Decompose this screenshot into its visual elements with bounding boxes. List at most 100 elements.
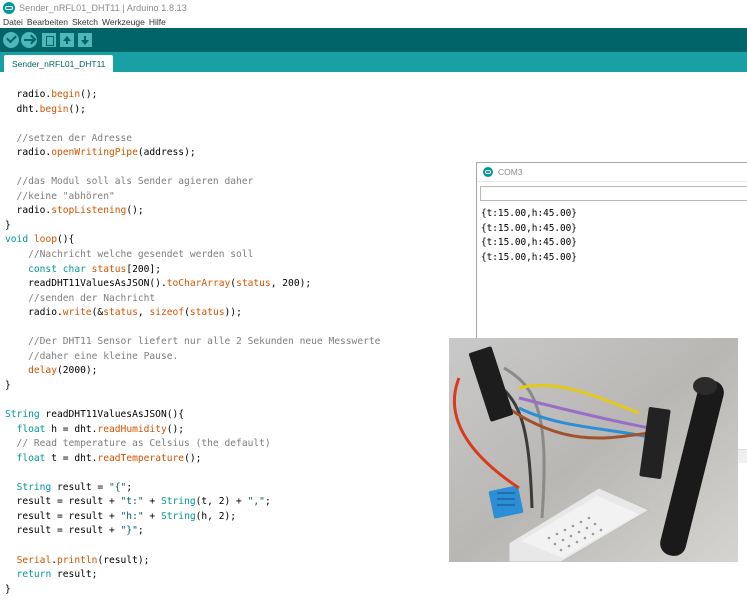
code-token: float	[16, 423, 46, 435]
tab-bar: Sender_nRFL01_DHT11	[0, 52, 747, 72]
code-line	[5, 161, 380, 176]
code-token: +	[143, 510, 161, 522]
code-token: // Read temperature as Celsius (the defa…	[5, 438, 271, 450]
code-token: ));	[224, 307, 242, 319]
code-area[interactable]: radio.begin(); dht.begin(); //setzen der…	[5, 88, 380, 597]
code-token: "{"	[108, 481, 127, 493]
code-token: result = result +	[5, 510, 121, 522]
code-token: (h, 2);	[195, 510, 237, 522]
serial-output-line: {t:15.00,h:45.00}	[481, 251, 577, 263]
code-line	[5, 393, 380, 408]
verify-button[interactable]	[3, 32, 19, 48]
code-token: ;	[137, 525, 144, 537]
code-token: result = result +	[5, 525, 121, 537]
code-token: delay	[28, 365, 57, 377]
code-token: (address);	[137, 147, 196, 159]
code-token: dht.	[5, 103, 40, 115]
code-token: const	[28, 263, 57, 275]
code-line: radio.openWritingPipe(address);	[5, 146, 380, 161]
code-token: readDHT11ValuesAsJSON().	[5, 278, 167, 290]
save-button[interactable]	[78, 33, 92, 47]
serial-send-input[interactable]	[480, 186, 747, 201]
code-line: // Read temperature as Celsius (the defa…	[5, 437, 380, 452]
toolbar	[0, 28, 747, 52]
code-token: ();	[80, 89, 98, 100]
code-token: //Der DHT11 Sensor liefert nur alle 2 Se…	[5, 336, 381, 348]
code-token: //das Modul soll als Sender agieren dahe…	[5, 176, 254, 188]
code-token: "t:"	[120, 496, 144, 508]
code-line: dht.begin();	[5, 103, 380, 118]
code-token	[5, 365, 28, 376]
menu-werkzeuge[interactable]: Werkzeuge	[101, 16, 145, 27]
code-token: "}"	[120, 525, 138, 537]
code-token: t = dht.	[45, 452, 98, 464]
code-line: }	[5, 583, 380, 598]
code-line: String readDHT11ValuesAsJSON(){	[5, 408, 380, 423]
code-line: delay(2000);	[5, 364, 380, 379]
menu-bearbeiten[interactable]: Bearbeiten	[26, 16, 68, 27]
upload-button[interactable]	[21, 32, 37, 48]
code-token: begin	[39, 103, 69, 115]
code-token: begin	[51, 89, 81, 100]
code-token: status	[91, 263, 127, 275]
open-button[interactable]	[60, 33, 74, 47]
code-token	[5, 482, 17, 493]
code-token: }	[5, 583, 11, 595]
code-token: , 200);	[270, 278, 312, 290]
code-token: char	[62, 263, 86, 275]
code-token	[5, 453, 17, 464]
title-bar: Sender_nRFL01_DHT11 | Arduino 1.8.13	[0, 0, 747, 15]
code-token	[5, 424, 17, 435]
code-token: ","	[247, 496, 265, 508]
serial-output-line: {t:15.00,h:45.00}	[481, 208, 577, 219]
code-token: write	[62, 307, 92, 319]
new-sketch-button[interactable]	[42, 33, 56, 47]
code-token: loop	[33, 234, 57, 246]
code-token: radio.	[5, 307, 63, 319]
code-token: "h:"	[120, 510, 144, 522]
code-token: //keine "abhören"	[5, 190, 115, 202]
code-line: //senden der Nachricht	[5, 292, 380, 307]
code-token: ();	[166, 423, 185, 435]
tab-sketch[interactable]: Sender_nRFL01_DHT11	[4, 55, 114, 72]
code-token: println	[57, 554, 98, 566]
code-token: readDHT11ValuesAsJSON(){	[39, 409, 185, 421]
code-line: void loop(){	[5, 233, 380, 248]
serial-output-line: {t:15.00,h:45.00}	[481, 237, 577, 248]
code-token: status	[103, 307, 138, 319]
code-line: result = result + "h:" + String(h, 2);	[5, 510, 380, 525]
code-token: result =	[51, 481, 109, 493]
menu-datei[interactable]: Datei	[3, 16, 23, 27]
code-token: ;	[264, 496, 271, 508]
code-line: //setzen der Adresse	[5, 132, 380, 147]
code-token: ,	[137, 307, 150, 319]
code-line	[5, 539, 380, 554]
code-line	[5, 117, 380, 132]
menu-hilfe[interactable]: Hilfe	[148, 16, 166, 27]
code-token: (&	[91, 307, 104, 319]
code-token: radio.	[5, 205, 52, 217]
code-line: const char status[200];	[5, 263, 380, 278]
code-line: float t = dht.readTemperature();	[5, 452, 380, 467]
code-line: result = result + "}";	[5, 524, 380, 539]
code-token	[5, 264, 28, 275]
code-line	[5, 321, 380, 336]
code-token: //Nachricht welche gesendet werden soll	[5, 249, 254, 261]
arduino-logo-icon	[3, 1, 15, 14]
code-token: float	[16, 452, 46, 464]
serial-monitor-title: COM3	[498, 167, 523, 177]
code-token: String	[160, 510, 196, 522]
code-token: +	[143, 496, 161, 508]
code-line: radio.stopListening();	[5, 204, 380, 219]
code-line: radio.begin();	[5, 88, 380, 103]
code-token: return	[16, 569, 52, 581]
code-line: result = result + "t:" + String(t, 2) + …	[5, 495, 380, 510]
code-token: stopListening	[51, 205, 127, 217]
code-token: toCharArray	[166, 278, 231, 290]
arduino-logo-icon	[483, 167, 493, 177]
code-token: //senden der Nachricht	[5, 292, 156, 304]
code-token: (	[230, 278, 237, 290]
code-token: String	[160, 496, 196, 508]
menu-sketch[interactable]: Sketch	[71, 16, 98, 27]
code-token: readHumidity	[97, 423, 167, 435]
